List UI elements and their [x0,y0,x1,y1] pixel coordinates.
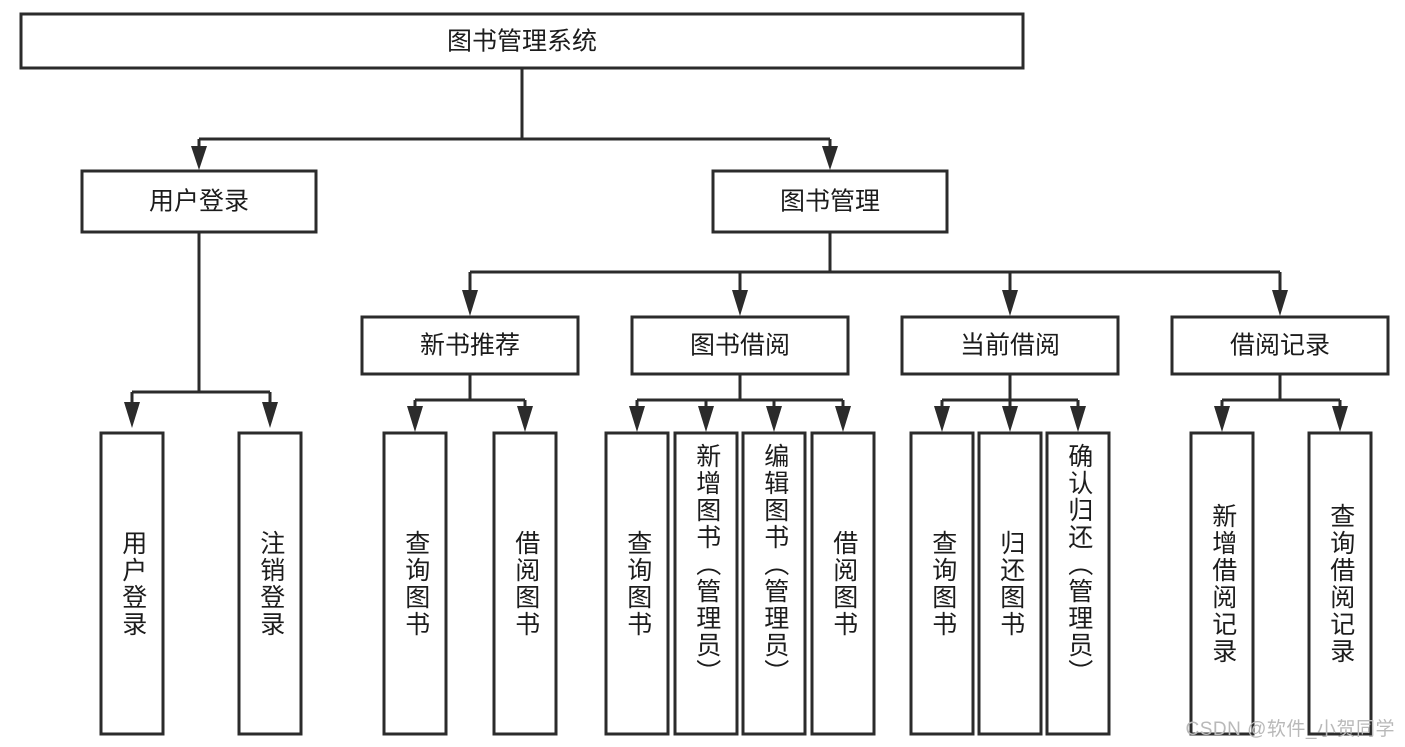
node-root-label: 图书管理系统 [447,28,597,56]
node-leaf-borrow-book-2[interactable] [810,431,876,736]
node-leaf-confirm-return[interactable] [1045,431,1111,736]
node-leaf-user-login[interactable] [99,431,165,736]
node-leaf-query-book-2[interactable] [604,431,670,736]
node-user-login[interactable] [80,169,318,234]
node-leaf-return-book[interactable] [977,431,1043,736]
connector-root-to-level2 [191,68,838,170]
node-current-borrow-label: 当前借阅 [960,332,1060,360]
watermark-text: CSDN @软件_小贺同学 [1185,719,1395,740]
node-leaf-query-book-1[interactable] [382,431,448,736]
connector-userlogin-to-leaves [124,232,278,428]
node-leaf-edit-book[interactable] [741,431,807,736]
connector-newbook-to-leaves [407,374,533,432]
node-leaf-borrow-book-1[interactable] [492,431,558,736]
node-book-borrow-label: 图书借阅 [690,332,790,360]
node-leaf-add-book[interactable] [673,431,739,736]
node-leaf-query-book-3[interactable] [909,431,975,736]
node-new-book-recommend-label: 新书推荐 [420,332,520,360]
node-leaf-query-record[interactable] [1307,431,1373,736]
node-book-borrow[interactable] [630,315,850,376]
node-user-login-label: 用户登录 [149,188,249,216]
connector-bookborrow-to-leaves [629,374,851,432]
node-leaf-add-record[interactable] [1189,431,1255,736]
connector-borrowrecord-to-leaves [1214,374,1348,432]
node-root[interactable] [19,12,1025,70]
node-book-manage[interactable] [711,169,949,234]
node-borrow-record[interactable] [1170,315,1390,376]
node-borrow-record-label: 借阅记录 [1230,332,1330,360]
connector-bookmanage-to-level3 [462,232,1288,316]
connector-currentborrow-to-leaves [934,374,1086,432]
node-current-borrow[interactable] [900,315,1120,376]
node-new-book-recommend[interactable] [360,315,580,376]
node-leaf-logout-login[interactable] [237,431,303,736]
node-book-manage-label: 图书管理 [780,188,880,216]
